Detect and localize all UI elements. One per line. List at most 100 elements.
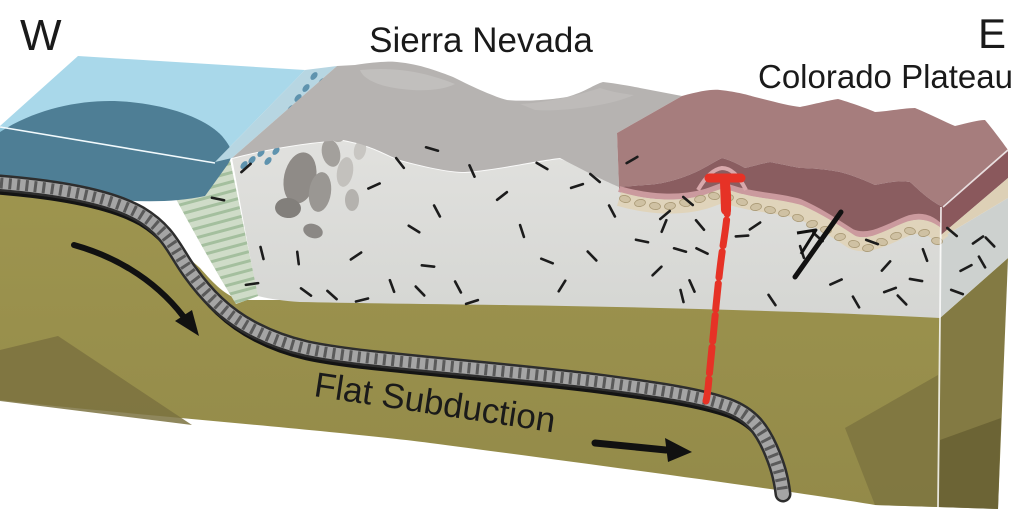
cobble-stone — [862, 244, 874, 252]
mantle — [0, 178, 1008, 509]
cobble-stone — [931, 237, 943, 245]
crust-dash — [607, 204, 617, 218]
pluton-blob — [275, 197, 301, 219]
mantle-bottom-right-shade — [845, 375, 938, 507]
mountain-top-face — [232, 61, 682, 187]
crust-dash — [367, 182, 381, 190]
pluton-blob — [336, 157, 354, 187]
mountain-ridge-light2 — [520, 88, 634, 111]
plateau-top-face — [617, 89, 1008, 207]
cobble-stone — [708, 192, 720, 200]
crust-dash — [495, 190, 509, 202]
crust-dash-texture — [210, 145, 996, 309]
pluton-blob — [321, 139, 341, 167]
crust-dash — [679, 288, 685, 304]
slope-dot — [248, 156, 256, 164]
cobble-stone — [664, 202, 676, 210]
crust-dash — [945, 226, 959, 238]
sierra-nevada-surface — [232, 61, 682, 187]
cobble-stone — [694, 194, 706, 204]
ocean — [0, 56, 337, 202]
crust-dash — [695, 246, 709, 256]
cobble-stone — [792, 213, 804, 223]
crust-dash — [569, 182, 585, 190]
slope-dot — [264, 157, 272, 165]
cobble-stone — [764, 206, 776, 214]
plate-motion-arrow — [591, 438, 692, 462]
curved-arrow-head — [175, 310, 199, 336]
pluton-blob — [303, 223, 323, 239]
crust-dash — [539, 257, 555, 265]
plateau-side-face — [941, 150, 1008, 235]
pluton-blob — [283, 152, 317, 204]
pluton-blob — [308, 172, 332, 212]
crust-dash — [921, 247, 929, 263]
cobble-band — [617, 188, 949, 252]
cobble-stone — [750, 203, 762, 211]
crust-dash — [949, 288, 965, 296]
crust-dash — [882, 286, 898, 294]
crust-dash — [688, 279, 696, 293]
crust-dash — [414, 285, 426, 297]
corner-edge-highlight — [937, 149, 1009, 508]
crust-dash — [660, 218, 668, 234]
ocean-deep-water — [0, 101, 232, 202]
mountain-ridge-light — [360, 68, 455, 91]
subducting-slab — [0, 174, 792, 503]
cobble-stone — [634, 199, 646, 207]
straight-arrow-head — [665, 438, 692, 462]
pluton-blob — [345, 189, 359, 211]
cobble-stone — [890, 231, 902, 241]
cobble-stone — [806, 219, 818, 229]
cobble-stone — [876, 237, 888, 247]
crust-dash — [734, 234, 750, 238]
crust-dash — [453, 280, 463, 294]
crust-dash — [971, 235, 985, 245]
crust-dash — [394, 156, 406, 170]
pink-rock-layer — [618, 182, 946, 238]
crust-dash — [259, 245, 265, 261]
crust-dash — [326, 289, 338, 301]
crust-dash — [407, 224, 421, 234]
crust-dash — [851, 295, 861, 309]
label-east: E — [978, 10, 1006, 57]
crust-dash — [908, 277, 924, 283]
fault-motion-arrow — [796, 228, 818, 255]
label-colorado-plateau: Colorado Plateau — [758, 58, 1013, 95]
crust-dash — [295, 250, 301, 266]
crust-dash — [535, 161, 549, 171]
cobble-stone — [619, 195, 631, 203]
dike-neck — [720, 177, 731, 215]
fault-line — [792, 209, 844, 280]
crust-dash — [586, 250, 598, 262]
crust-dash — [299, 287, 313, 297]
cobble-stone — [649, 202, 661, 210]
cobble-stone — [736, 198, 748, 206]
magma-dike — [702, 173, 746, 405]
mantle-side-face-dark — [938, 418, 1001, 509]
crust-dash — [588, 172, 602, 184]
crust-dash — [349, 251, 363, 261]
mantle-front-face — [0, 178, 940, 507]
cobble-stone — [848, 240, 860, 248]
crust-dash — [557, 279, 567, 293]
label-west: W — [20, 11, 62, 60]
crust-dash — [354, 297, 370, 303]
crust-side-face — [940, 198, 1008, 318]
cobble-stone — [778, 209, 790, 217]
crust-dash — [829, 278, 843, 286]
cobble-stone — [918, 229, 930, 237]
slab-tick-marks — [0, 177, 789, 495]
cobble-stone — [834, 233, 846, 241]
crust-dash — [651, 265, 663, 277]
crust-dash — [468, 164, 476, 178]
crust-dash — [634, 238, 650, 244]
crust-dash — [977, 255, 987, 269]
crust-dash — [767, 293, 777, 307]
cobble-side-face — [941, 178, 1008, 238]
slope-dot — [272, 147, 280, 155]
crust-dash — [896, 294, 908, 306]
cobble-stone — [904, 227, 916, 235]
